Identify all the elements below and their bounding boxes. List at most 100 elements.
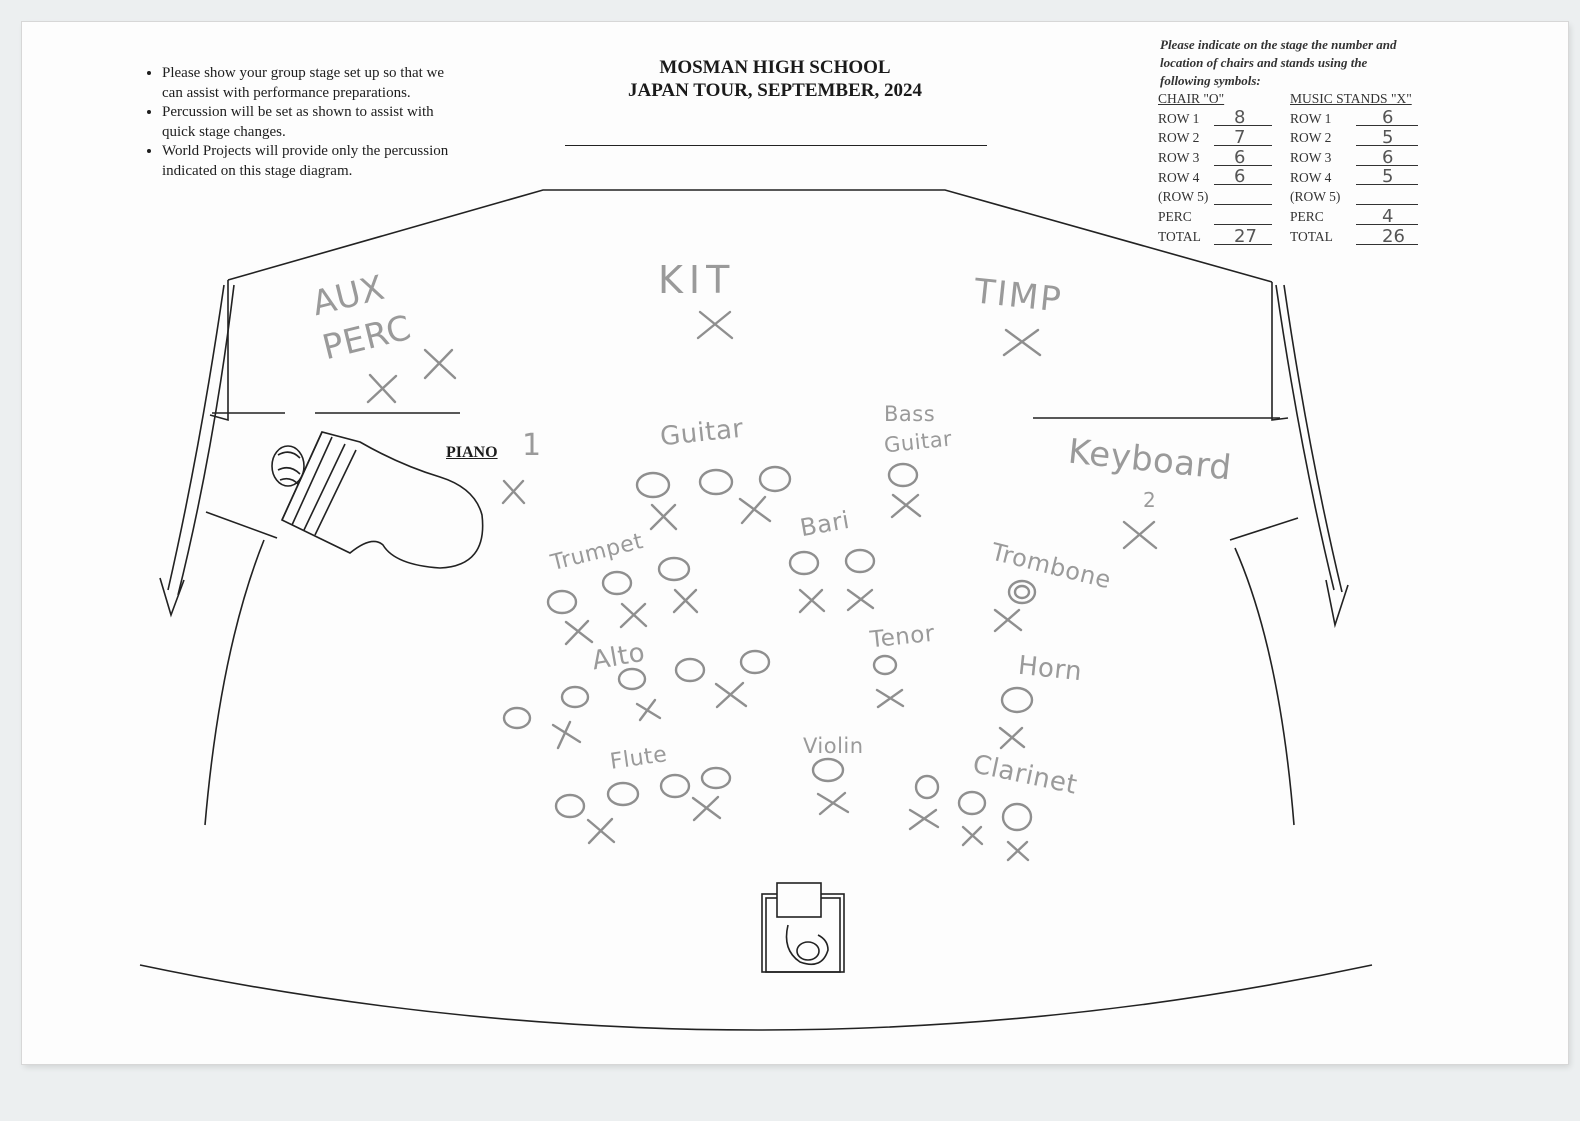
stand-marker (423, 348, 457, 380)
stands-row-value: 4 (1382, 205, 1394, 227)
chairs-fill-line (1214, 184, 1272, 186)
chairs-row: ROW 3 6 (1158, 147, 1272, 168)
stand-marker (564, 619, 594, 646)
chairs-row-label: ROW 3 (1158, 150, 1200, 166)
chairs-row-label: ROW 4 (1158, 169, 1200, 185)
piano-label: PIANO (446, 444, 498, 461)
stage-outline (139, 189, 1373, 1031)
chairs-row-label: TOTAL (1158, 228, 1201, 244)
stands-fill-line (1356, 223, 1418, 225)
stands-row-label: ROW 4 (1290, 169, 1332, 185)
stands-row-label: ROW 2 (1290, 130, 1332, 146)
chairs-row: PERC (1158, 207, 1272, 227)
stand-marker (691, 795, 722, 822)
violin-label: Violin (803, 734, 864, 758)
piano-icon (271, 431, 484, 569)
chair-marker (844, 548, 876, 574)
tour-name: JAPAN TOUR, SEPTEMBER, 2024 (627, 80, 922, 101)
symbol-instructions: Please indicate on the stage the number … (1160, 36, 1490, 90)
stand-marker (846, 588, 875, 612)
chairs-row-label: ROW 2 (1158, 130, 1200, 146)
chair-marker (502, 706, 532, 730)
chair-marker (1000, 686, 1034, 714)
kit-label: KIT (658, 258, 736, 302)
chair-marker (872, 654, 898, 676)
chairs-fill-line (1214, 223, 1272, 225)
stand-marker (649, 503, 678, 531)
chair-marker (546, 589, 578, 615)
chair-marker (698, 468, 734, 496)
chair-marker (1001, 802, 1033, 832)
stand-marker (875, 688, 905, 709)
chair-marker (1013, 584, 1031, 600)
stands-row-label: TOTAL (1290, 228, 1333, 244)
title-rule (565, 145, 987, 146)
stand-marker (738, 495, 772, 525)
chair-marker (957, 790, 987, 816)
stand-marker (672, 588, 699, 614)
chair-marker (914, 774, 940, 800)
chair-marker (739, 649, 771, 675)
stands-fill-line (1356, 164, 1418, 166)
chairs-header: CHAIR "O" (1158, 91, 1225, 106)
chairs-row-label: PERC (1158, 209, 1192, 225)
stands-row: ROW 3 6 (1290, 146, 1418, 168)
stands-fill-line (1356, 243, 1418, 245)
chair-marker (1007, 579, 1037, 605)
stand-marker (696, 310, 734, 340)
chairs-row-value: 7 (1234, 127, 1246, 149)
page-title: MOSMAN HIGH SCHOOL JAPAN TOUR, SEPTEMBER… (560, 56, 990, 102)
chairs-row-value: 6 (1234, 166, 1246, 188)
chairs-row-value: 6 (1234, 146, 1246, 168)
instructions-list: Please show your group stage set up so t… (100, 64, 462, 181)
stands-row-value: 6 (1382, 107, 1394, 129)
chair-marker (635, 471, 671, 499)
stand-marker (635, 698, 662, 722)
chair-marker (606, 781, 640, 807)
stands-fill-line (1356, 184, 1418, 186)
stand-marker (890, 493, 922, 519)
stand-marker (586, 817, 616, 845)
stands-row: ROW 1 6 (1290, 107, 1418, 129)
stands-row-label: ROW 3 (1290, 150, 1332, 166)
stands-row-label: PERC (1290, 209, 1324, 225)
chair-marker (617, 667, 647, 691)
chairs-fill-line (1214, 204, 1272, 206)
piano-number-label: 1 (522, 428, 542, 463)
chair-marker (700, 766, 732, 790)
stands-fill-line (1356, 125, 1418, 127)
stand-marker (714, 681, 748, 709)
chair-marker (887, 462, 919, 488)
keyboard-number-label: 2 (1143, 488, 1157, 512)
stands-row-value: 6 (1382, 146, 1394, 168)
chair-marker (674, 657, 706, 683)
stands-row-label: ROW 1 (1290, 110, 1332, 126)
chair-marker (758, 465, 792, 493)
stand-marker (908, 808, 940, 831)
chair-marker (811, 757, 845, 783)
chairs-row: ROW 4 6 (1158, 167, 1272, 188)
stand-marker (1002, 328, 1042, 357)
bass-guitar-label-line1: Bass (884, 402, 936, 426)
chair-marker (554, 793, 586, 819)
stands-fill-line (1356, 145, 1418, 147)
stands-row: (ROW 5) (1290, 187, 1418, 207)
chair-marker (657, 556, 691, 582)
chairs-fill-line (1214, 125, 1272, 127)
note-item: World Projects will provide only the per… (162, 142, 462, 181)
stands-row-label: (ROW 5) (1290, 189, 1341, 205)
chair-markers (502, 462, 1037, 832)
chairs-row-value: 8 (1234, 107, 1246, 129)
chairs-fill-line (1214, 243, 1272, 245)
school-name: MOSMAN HIGH SCHOOL (659, 57, 891, 78)
instruction-line: location of chairs and stands using the (1160, 55, 1368, 70)
instruction-line: following symbols: (1160, 73, 1261, 88)
